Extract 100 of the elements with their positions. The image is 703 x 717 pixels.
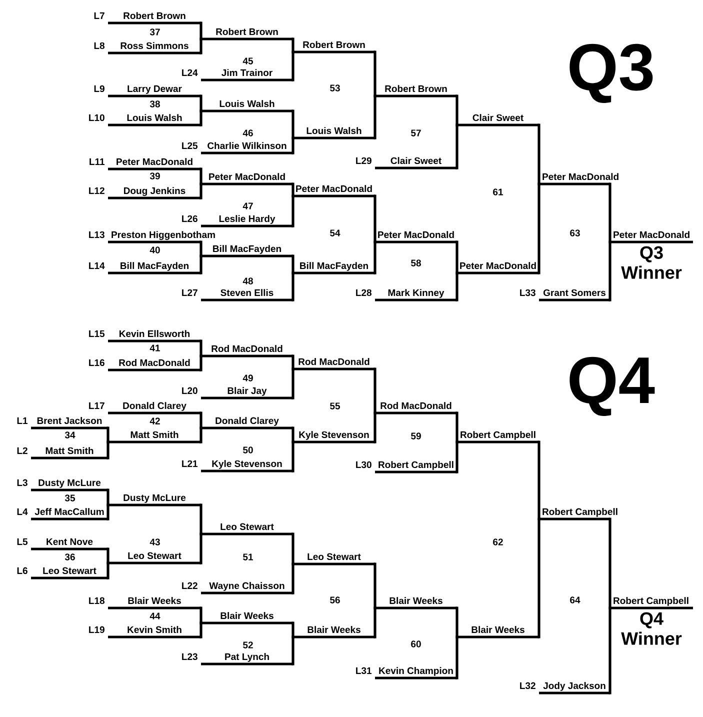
player-slot: Jody Jackson [539,682,610,694]
player-slot: Matt Smith [108,431,201,444]
bracket-line [292,254,294,274]
slot-label: L25 [182,142,198,150]
bracket-line [538,124,540,186]
bracket-line [200,504,202,536]
player-slot: Leslie Hardy [201,215,293,228]
bracket-line [292,182,294,198]
quarter-heading: Q3 [570,44,653,103]
bracket-line [374,50,376,98]
player-slot: Brent Jackson [31,417,108,430]
player-slot: Mark Kinney [375,289,457,302]
match-number: 45 [242,58,254,64]
player-slot: Leo Stewart [31,567,108,580]
match-number: 63 [570,230,580,236]
bracket-line [292,426,294,444]
bracket-line [608,182,612,244]
bracket-line [200,340,202,358]
bracket-line [608,518,612,610]
player-slot: Grant Somers [539,289,610,302]
match-number: 37 [150,28,160,36]
slot-label: L19 [89,626,104,634]
bracket-line [292,354,294,370]
bracket-line [456,440,458,474]
winner-caption: Q3 Winner [621,246,682,279]
slot-label: L13 [89,231,104,238]
slot-label: L17 [89,402,104,409]
match-number: 39 [150,172,160,180]
match-number: 56 [330,596,340,604]
bracket-line [292,194,294,228]
bracket-line [200,532,202,564]
bracket-line [292,532,294,566]
bracket-line [456,606,458,638]
player-slot: Peter MacDonald [375,231,457,244]
player-slot: Steven Ellis [201,289,293,302]
player-slot: Jim Trainor [201,69,293,82]
player-slot: Peter MacDonald [108,158,201,170]
player-slot: Doug Jenkins [108,187,201,200]
bracket-line [374,240,376,274]
player-slot: Clair Sweet [457,114,539,126]
player-slot: Dusty McLure [108,494,201,506]
player-slot: Bill MacFayden [293,262,375,274]
bracket-line [200,622,202,638]
bracket-line [106,488,110,506]
bracket-line [292,368,294,400]
bracket-line [456,272,458,302]
slot-label: L4 [17,508,28,515]
match-number: 52 [243,642,253,648]
bracket-line [200,240,202,258]
match-number: 41 [150,344,160,352]
player-slot: Robert Campbell [539,508,618,520]
bracket-line [200,38,202,54]
player-slot: Dusty McLure [31,479,108,492]
match-number: 54 [330,230,340,236]
bracket-line [200,182,202,200]
bracket-line [538,440,540,520]
bracket-line [538,518,540,638]
slot-label: L20 [182,387,198,394]
player-slot: Louis Walsh [201,100,293,112]
player-slot: Charlie Wilkinson [201,142,293,154]
match-number: 55 [330,402,340,410]
bracket-line [374,562,376,610]
bracket-line [456,636,458,680]
player-slot: Rod MacDonald [201,345,293,358]
match-number: 61 [493,188,503,196]
player-slot: Donald Clarey [108,402,201,414]
match-number: 40 [150,246,160,254]
player-slot: Rod MacDonald [375,402,457,414]
bracket-line [106,562,110,580]
slot-label: L31 [356,667,372,674]
bracket-line [106,548,110,564]
player-slot: Blair Weeks [201,612,293,624]
slot-label: L22 [182,582,198,589]
slot-label: L18 [89,597,104,604]
bracket-line [200,22,202,40]
bracket-line [292,272,294,302]
slot-label: L27 [182,289,198,296]
player-slot: Jeff MacCallum [31,508,108,520]
player-slot: Kevin Smith [108,626,201,638]
bracket-line [456,124,458,170]
slot-label: L10 [89,114,104,122]
slot-label: L3 [17,479,28,486]
player-slot: Larry Dewar [108,85,201,98]
match-number: 62 [493,538,503,546]
player-slot: Robert Brown [293,41,375,54]
slot-label: L12 [89,187,104,194]
slot-label: L15 [89,330,105,338]
slot-label: L8 [94,42,104,50]
player-slot: Rod MacDonald [108,359,201,372]
bracket-line [456,94,458,126]
player-slot: Matt Smith [31,447,108,460]
bracket-line [456,240,458,274]
slot-label: L16 [89,359,104,366]
slot-label: L30 [356,461,372,468]
bracket-line [374,606,376,638]
slot-label: L28 [356,289,372,296]
player-slot: Louis Walsh [108,114,201,126]
player-slot: Kyle Stevenson [201,460,293,472]
match-number: 36 [64,554,75,560]
slot-label: L1 [17,417,28,424]
